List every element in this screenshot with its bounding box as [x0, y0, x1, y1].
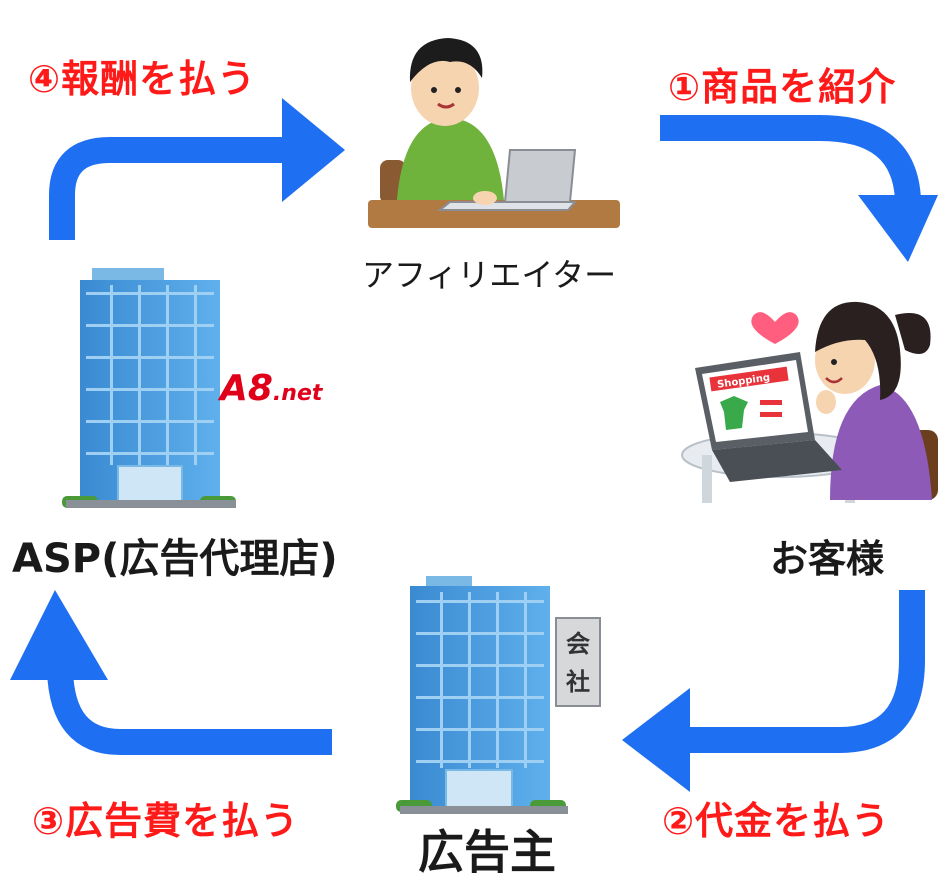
affiliater-illustration — [368, 38, 620, 228]
affiliater-label: アフィリエイター — [362, 256, 617, 294]
arrow-pay-ad-fee — [10, 590, 332, 755]
company-sign — [555, 617, 601, 707]
step-3-label: ③広告費を払う — [32, 799, 300, 843]
arrow-pay-reward — [49, 98, 345, 240]
customer-label: お客様 — [770, 537, 885, 581]
advertiser-office-building-icon: 会 社 — [396, 576, 601, 814]
brand-suffix: .net — [272, 381, 323, 406]
asp-office-building-icon — [62, 268, 236, 508]
step-1-label: ①商品を紹介 — [668, 65, 897, 109]
sign-char-1: 会 — [566, 630, 590, 658]
advertiser-label: 広告主 — [418, 825, 556, 879]
heart-icon — [751, 312, 799, 344]
arrow-introduce-product — [660, 115, 938, 262]
sign-char-2: 社 — [566, 668, 590, 696]
customer-illustration — [681, 301, 938, 503]
step-2-label: ②代金を払う — [662, 799, 891, 843]
brand-main: A8 — [220, 368, 273, 409]
arrow-pay-price — [622, 590, 925, 792]
step-4-label: ④報酬を払う — [28, 57, 257, 101]
a8net-logo: A8.net — [220, 368, 322, 409]
asp-label: ASP(広告代理店) — [12, 536, 338, 582]
